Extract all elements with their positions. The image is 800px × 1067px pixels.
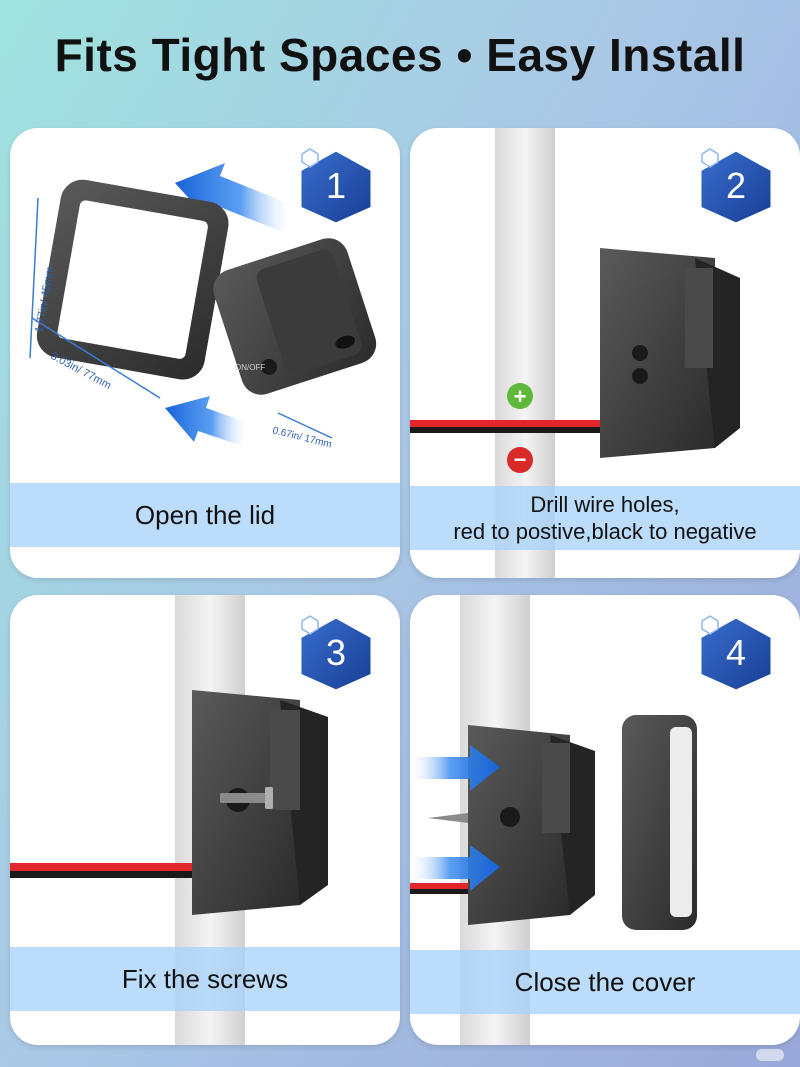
step-caption-line1: Drill wire holes, <box>530 492 680 517</box>
step-caption-band: Drill wire holes, red to postive,black t… <box>410 486 800 550</box>
black-wire <box>410 427 610 433</box>
dimension-depth: 0.67in/ 17mm <box>271 425 332 450</box>
black-wire <box>410 889 510 894</box>
device-lid <box>36 179 229 380</box>
close-cover-illustration <box>410 595 697 1045</box>
hexagon-badge-icon <box>698 615 774 693</box>
step-caption-band: Fix the screws <box>10 947 400 1011</box>
black-wire <box>10 871 210 878</box>
step-badge: 2 <box>690 146 782 226</box>
open-lid-illustration: 1.77in/ 45mm 3.03in/ 77mm 0.67in/ 17mm O… <box>29 163 377 451</box>
step-badge: 3 <box>290 613 382 693</box>
screw-icon <box>428 813 468 823</box>
screw-icon <box>220 787 273 809</box>
red-wire <box>10 863 210 871</box>
blue-arrow-icon <box>410 845 500 891</box>
step-badge: 1 <box>290 146 382 226</box>
hexagon-badge-icon <box>298 615 374 693</box>
step-card-4: 4 Close the cover <box>410 595 800 1045</box>
step-number: 4 <box>725 632 747 673</box>
step-card-2: + − 2 Drill wire holes, red to postive,b… <box>410 128 800 578</box>
step-card-3: 3 Fix the screws <box>10 595 400 1045</box>
step-caption: Fix the screws <box>121 964 289 994</box>
step-number: 3 <box>325 632 347 673</box>
svg-text:−: − <box>514 447 527 472</box>
hexagon-badge-icon <box>298 148 374 226</box>
step-badge: 4 <box>690 613 782 693</box>
device-body <box>600 248 740 458</box>
svg-text:+: + <box>514 384 527 409</box>
minus-icon: − <box>507 447 533 473</box>
switch-label: ON/OFF <box>235 363 265 372</box>
red-wire <box>410 420 610 427</box>
step-caption: Close the cover <box>514 967 696 997</box>
device-lid <box>622 715 697 930</box>
page-title: Fits Tight Spaces • Easy Install <box>54 29 746 81</box>
step-card-1: 1.77in/ 45mm 3.03in/ 77mm 0.67in/ 17mm O… <box>10 128 400 578</box>
step-caption-band: Open the lid <box>10 483 400 547</box>
step-caption-band: Close the cover <box>410 950 800 1014</box>
blue-arrow-icon <box>410 745 500 791</box>
step-number: 2 <box>725 165 747 206</box>
blue-arrow-icon <box>165 396 250 446</box>
hexagon-badge-icon <box>698 148 774 226</box>
step-caption-line2: red to postive,black to negative <box>453 519 757 544</box>
decorative-dot <box>756 1049 784 1061</box>
plus-icon: + <box>507 383 533 409</box>
device-body <box>213 238 377 395</box>
red-wire <box>410 883 510 889</box>
step-number: 1 <box>325 165 347 206</box>
step-caption: Open the lid <box>134 500 276 530</box>
device-body <box>468 725 595 925</box>
